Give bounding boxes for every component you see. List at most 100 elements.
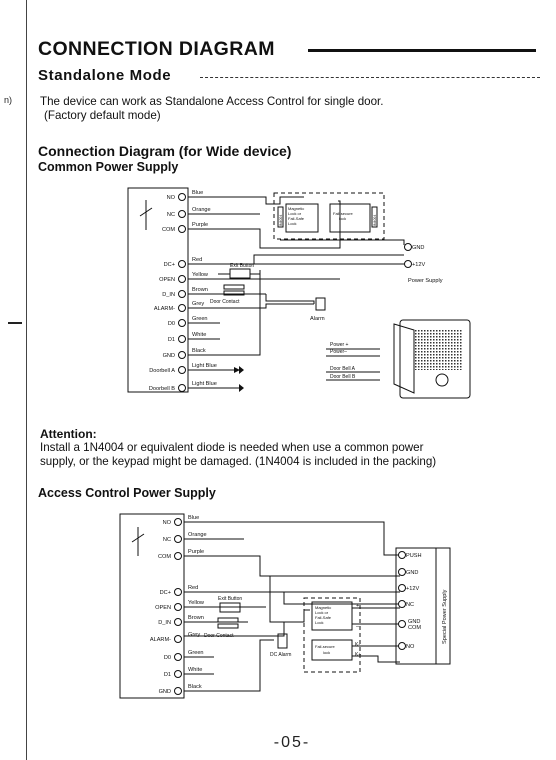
attention-line-2: supply, or the keypad might be damaged. …: [40, 455, 437, 468]
door-contact-label: Door Contact: [210, 299, 240, 305]
diode-label-1: IN4004: [279, 215, 283, 226]
terminal2-no: NO: [163, 520, 172, 526]
terminal-d1: D1: [168, 337, 175, 343]
psu-no: NO: [406, 644, 415, 650]
lock2-1-line4: Lock: [315, 620, 323, 625]
section-heading-access-control: Access Control Power Supply: [38, 486, 216, 500]
lock-plus: +: [356, 603, 359, 609]
lock1-line2: Lock or: [288, 211, 302, 216]
intro-line-1: The device can work as Standalone Access…: [40, 95, 384, 108]
attention-title: Attention:: [40, 427, 97, 441]
page-margin-line: [26, 0, 27, 760]
section-subtitle: Standalone Mode: [38, 67, 172, 84]
wiring-diagram-common-power: NO NC COM DC+ OPEN D_IN ALARM- D0 D1 GND…: [127, 187, 471, 399]
terminal-doorbell-b: Doorbell B: [149, 386, 175, 392]
adjacent-page-mark: [8, 322, 22, 324]
lock-minus: –: [356, 624, 360, 630]
terminal2-alarm: ALARM-: [150, 637, 171, 643]
adjacent-page-text: n): [4, 95, 13, 105]
psu-12v: +12V: [412, 262, 425, 268]
terminal2-dc-plus: DC+: [160, 590, 171, 596]
diagram-subheading: Common Power Supply: [38, 160, 179, 174]
wire2-brown: Brown: [188, 615, 204, 621]
lock2-2-line2: lock: [323, 650, 330, 655]
wire2-blue: Blue: [188, 515, 199, 521]
doorbell-b-label: Door Bell B: [330, 374, 356, 380]
title-rule: [308, 49, 536, 52]
adjacent-page-edge: n): [0, 0, 26, 760]
wire-white: White: [192, 332, 206, 338]
terminal-block-2: [119, 513, 185, 699]
door-contact-label-2: Door Contact: [204, 633, 234, 639]
terminal2-open: OPEN: [155, 605, 171, 611]
terminal-d0: D0: [168, 321, 175, 327]
terminal2-d-in: D_IN: [158, 620, 171, 626]
page-number: -05-: [273, 734, 311, 751]
exit-button-label-2: Exit Button: [218, 596, 242, 602]
psu-label: Power Supply: [408, 278, 443, 284]
terminal-block: [127, 187, 189, 393]
attention-line-1: Install a 1N4004 or equivalent diode is …: [40, 441, 424, 454]
doorbell-a-label: Door Bell A: [330, 366, 356, 372]
lock2-line1: Fail-secure: [333, 211, 354, 216]
wire-yellow: Yellow: [192, 272, 209, 278]
diode-label-2: IN4004: [373, 215, 377, 226]
doorbell-power-plus: Power +: [330, 342, 349, 348]
doorbell-unit: [399, 319, 471, 399]
wire-grey: Grey: [192, 301, 204, 307]
wire2-orange: Orange: [188, 532, 207, 538]
wire-orange: Orange: [192, 207, 211, 213]
wire-light-blue-b: Light Blue: [192, 381, 217, 387]
wire2-yellow: Yellow: [188, 600, 205, 606]
terminal-gnd: GND: [163, 353, 175, 359]
wire-red: Red: [192, 257, 202, 263]
manual-page: CONNECTION DIAGRAM Standalone Mode The d…: [34, 0, 550, 760]
terminal2-gnd: GND: [159, 689, 171, 695]
doorbell-power-minus: Power–: [330, 349, 347, 355]
terminal-d-in: D_IN: [162, 292, 175, 298]
wire2-purple: Purple: [188, 549, 204, 555]
psu-gnd: GND: [412, 245, 424, 251]
terminal2-d1: D1: [164, 672, 171, 678]
psu-push: PUSH: [406, 553, 422, 559]
exit-button-label: Exit Button: [230, 263, 254, 269]
lock1-line4: Lock: [288, 221, 296, 226]
terminal2-nc: NC: [163, 537, 171, 543]
lock2-1-line3: Fail-Safe: [315, 615, 332, 620]
lock2-1-line1: Magnetic: [315, 605, 331, 610]
psu-com: COM: [408, 625, 421, 631]
terminal-open: OPEN: [159, 277, 175, 283]
wire-purple: Purple: [192, 222, 208, 228]
psu-gnd-3: GND: [408, 619, 420, 625]
psu-label-2: Special Power Supply: [442, 589, 448, 644]
psu-nc: NC: [406, 602, 414, 608]
wire2-green: Green: [188, 650, 204, 656]
terminal-com: COM: [162, 227, 175, 233]
wire2-white: White: [188, 667, 202, 673]
terminal-nc: NC: [167, 212, 175, 218]
terminal-dc-plus: DC+: [164, 262, 175, 268]
psu-12v-2: +12V: [406, 586, 419, 592]
terminal-doorbell-a: Doorbell A: [149, 368, 175, 374]
lock1-line1: Magnetic: [288, 206, 304, 211]
lock-k-minus: K-: [355, 642, 360, 648]
lock-k-plus: K+: [355, 652, 361, 658]
wiring-diagram-access-control-power: NO NC COM DC+ OPEN D_IN ALARM- D0 D1 GND…: [119, 513, 451, 699]
wire-light-blue-a: Light Blue: [192, 363, 217, 369]
wire-blue: Blue: [192, 190, 203, 196]
wire-brown: Brown: [192, 287, 208, 293]
terminal-no: NO: [167, 195, 176, 201]
wire2-red: Red: [188, 585, 198, 591]
lock2-line2: lock: [339, 216, 346, 221]
wire-black: Black: [192, 348, 206, 354]
dc-alarm-label: DC Alarm: [270, 652, 291, 658]
lock2-1-line2: Lock or: [315, 610, 329, 615]
wire2-grey: Grey: [188, 632, 200, 638]
wire2-black: Black: [188, 684, 202, 690]
wire-green: Green: [192, 316, 208, 322]
psu-gnd-2: GND: [406, 570, 418, 576]
alarm-label: Alarm: [310, 316, 325, 322]
terminal2-d0: D0: [164, 655, 171, 661]
terminal-alarm: ALARM-: [154, 306, 175, 312]
lock1-line3: Fail-Safe: [288, 216, 305, 221]
